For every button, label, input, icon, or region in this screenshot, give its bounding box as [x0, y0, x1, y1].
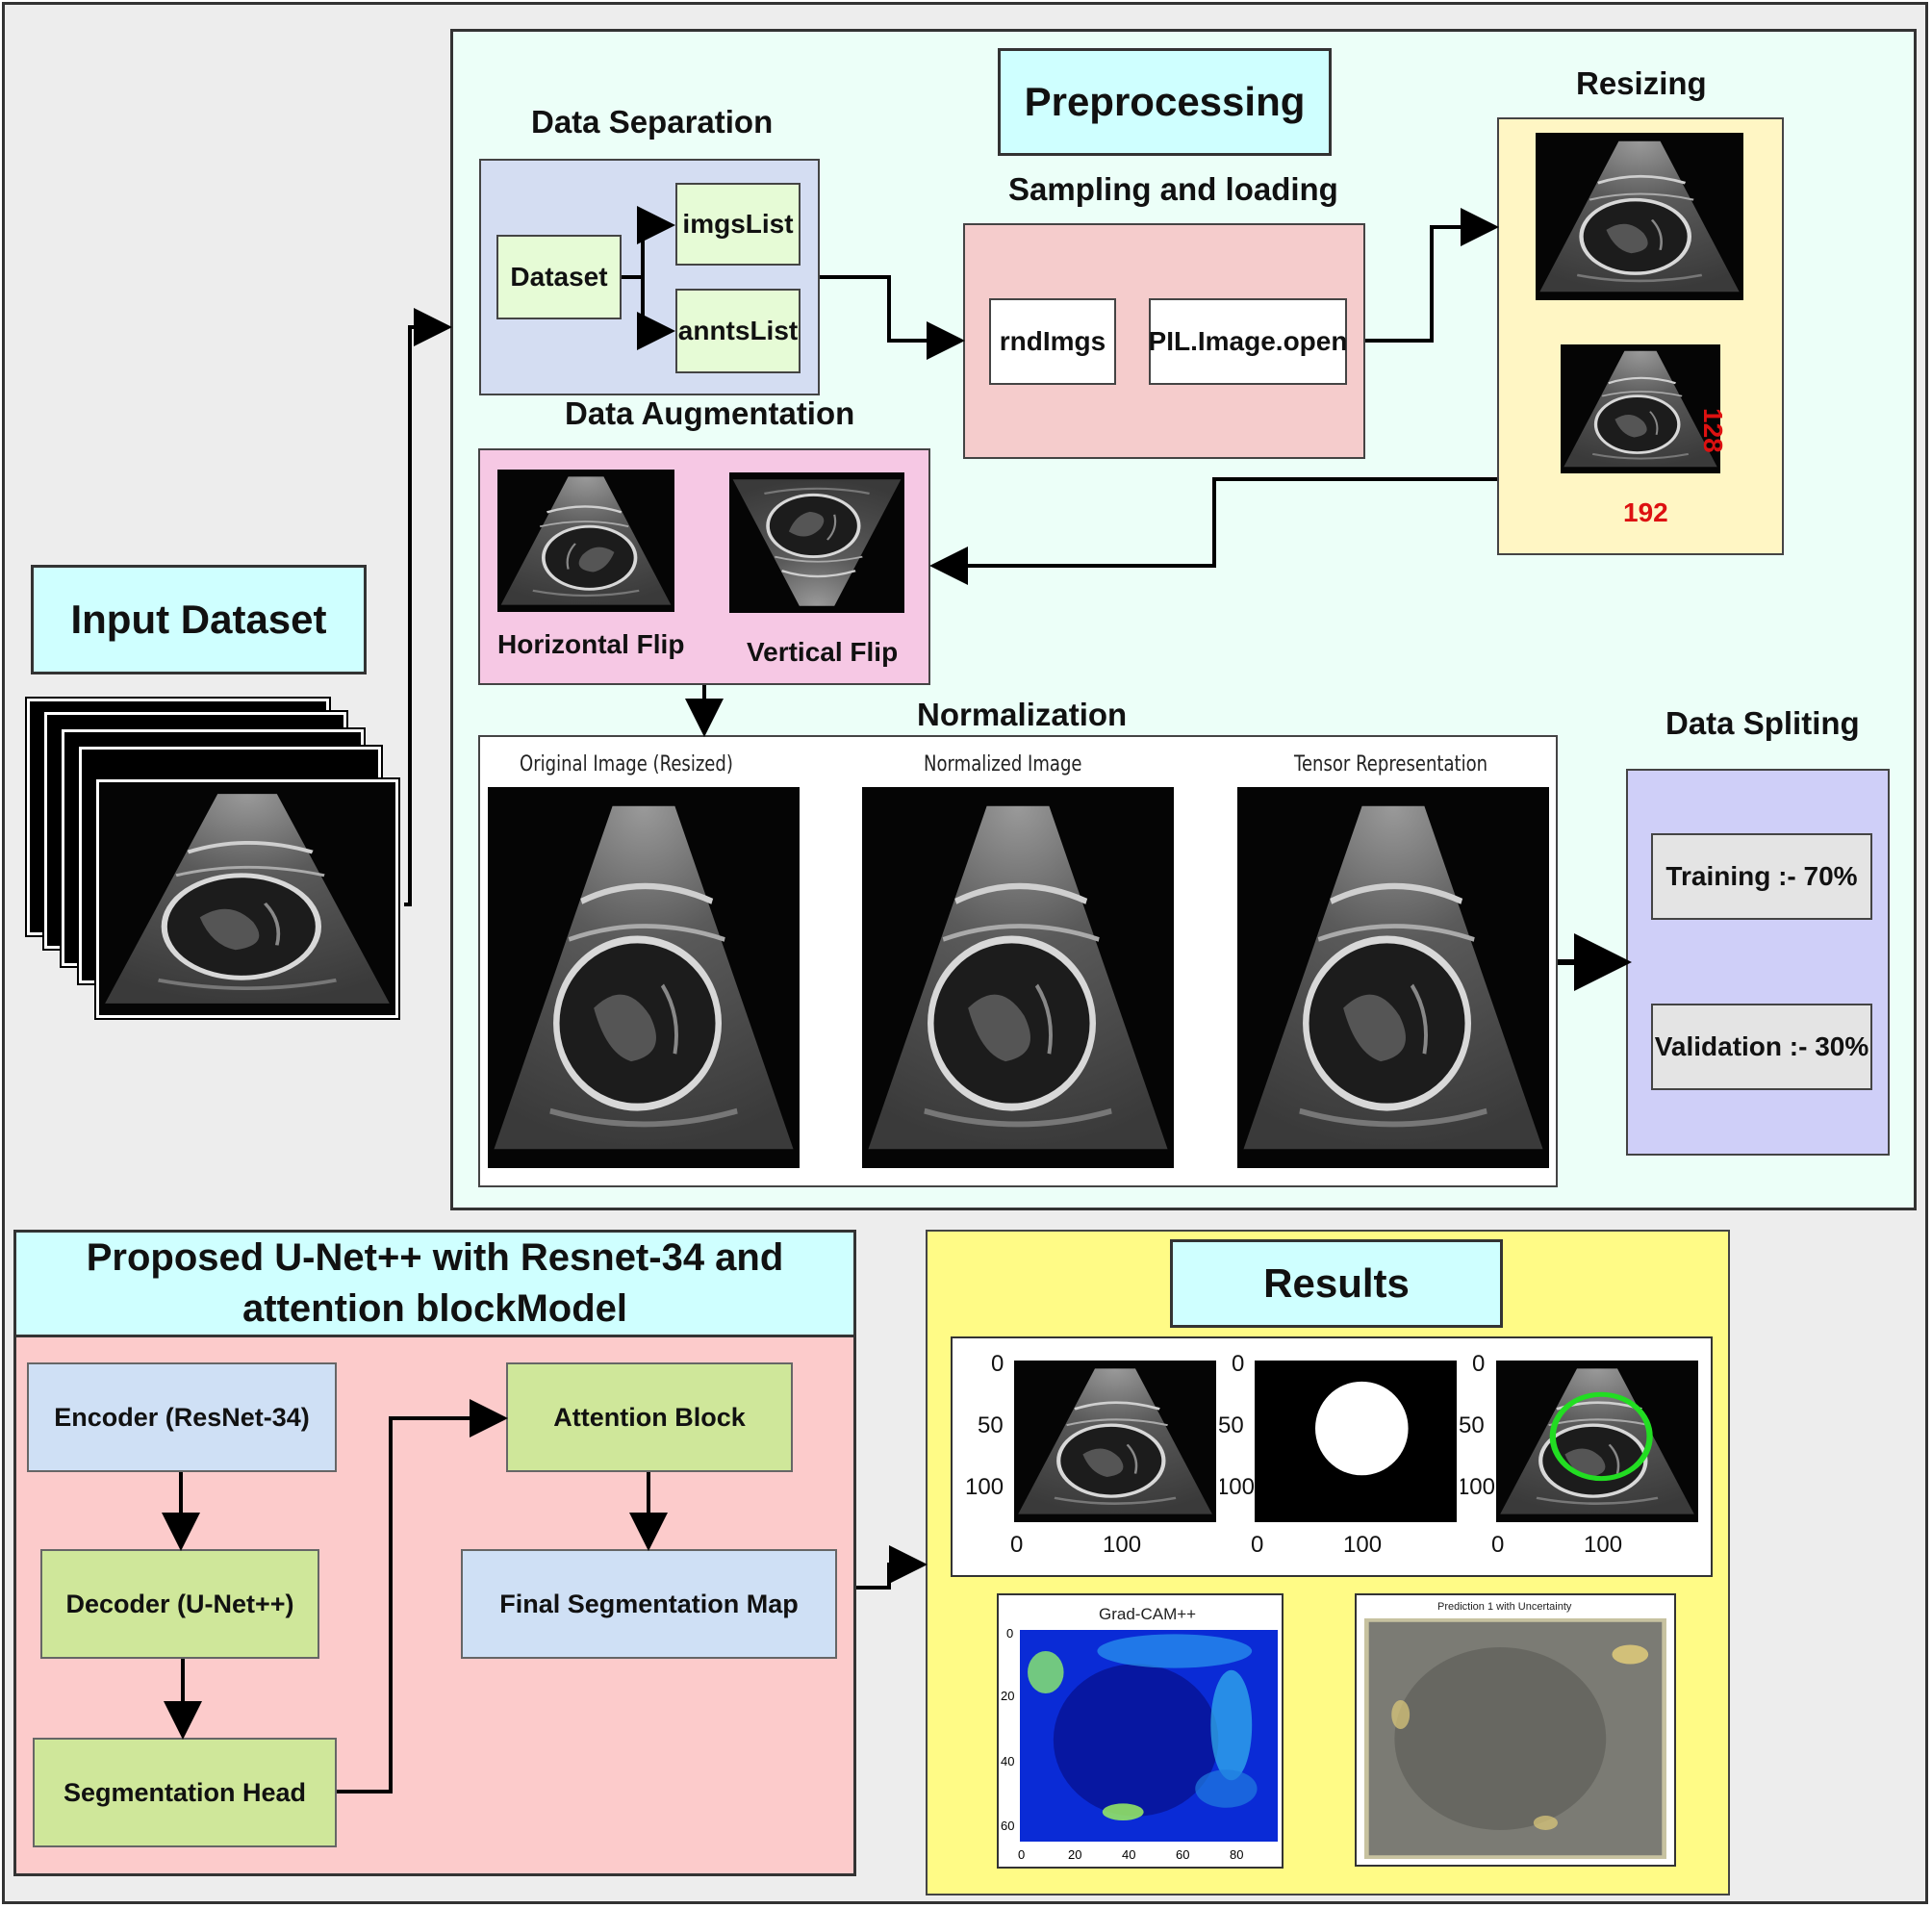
plot2-xtick-0: 0	[1251, 1532, 1264, 1558]
plot2-ytick-100: 100	[1220, 1474, 1255, 1500]
uncertainty-title: Prediction 1 with Uncertainty	[1437, 1601, 1572, 1613]
plot3-ytick-50: 50	[1459, 1412, 1485, 1438]
norm-caption-tensor: Tensor Representation	[1294, 752, 1488, 776]
gradcam-title: Grad-CAM++	[1099, 1605, 1197, 1623]
augmentation-title: Data Augmentation	[565, 395, 855, 431]
gradcam-ytick-40: 40	[1001, 1754, 1015, 1768]
data-separation-title: Data Separation	[531, 104, 774, 140]
gradcam-xtick-40: 40	[1122, 1847, 1136, 1862]
plot1-ytick-100: 100	[965, 1474, 1004, 1500]
sampling-title: Sampling and loading	[1008, 171, 1338, 207]
plot1-xtick-100: 100	[1103, 1532, 1142, 1558]
resized-large-image	[1536, 133, 1743, 300]
resize-height-label: 128	[1698, 408, 1728, 453]
validation-node: Validation :- 30%	[1651, 1004, 1872, 1090]
gradcam-xtick-60: 60	[1176, 1847, 1190, 1862]
plot1-ytick-0: 0	[991, 1351, 1004, 1377]
imgslist-node: imgsList	[675, 183, 801, 266]
gradcam-ytick-20: 20	[1001, 1689, 1015, 1703]
horizontal-flip-label: Horizontal Flip	[497, 629, 685, 659]
gradcam-xtick-20: 20	[1068, 1847, 1082, 1862]
decoder-node: Decoder (U-Net++)	[40, 1549, 319, 1659]
norm-caption-normalized: Normalized Image	[924, 752, 1082, 776]
plot3-xtick-0: 0	[1491, 1532, 1505, 1558]
uncertainty-map	[1364, 1618, 1666, 1859]
norm-original-image	[488, 787, 800, 1168]
plot1-xtick-0: 0	[1010, 1532, 1024, 1558]
rndimgs-node: rndImgs	[989, 298, 1116, 385]
pil-open-node: PIL.Image.open	[1149, 298, 1347, 385]
plot3-xtick-100: 100	[1584, 1532, 1623, 1558]
gradcam-heatmap	[1020, 1630, 1278, 1842]
preprocessing-title: Preprocessing	[998, 48, 1332, 156]
norm-normalized-image	[862, 787, 1174, 1168]
input-ultrasound-image	[94, 777, 400, 1020]
encoder-node: Encoder (ResNet-34)	[27, 1362, 337, 1472]
resized-small-image	[1561, 344, 1720, 473]
result-ultrasound-plot	[1014, 1361, 1216, 1522]
plot2-xtick-100: 100	[1343, 1532, 1383, 1558]
results-title: Results	[1170, 1239, 1503, 1328]
attention-block-node: Attention Block	[506, 1362, 793, 1472]
anntslist-node: anntsList	[675, 289, 801, 373]
result-mask-plot	[1255, 1361, 1457, 1522]
norm-tensor-image	[1237, 787, 1549, 1168]
final-segmentation-node: Final Segmentation Map	[461, 1549, 837, 1659]
segmentation-head-node: Segmentation Head	[33, 1738, 337, 1847]
gradcam-ytick-60: 60	[1001, 1819, 1015, 1833]
plot3-ytick-100: 100	[1461, 1474, 1495, 1500]
vertical-flip-image	[729, 472, 904, 613]
model-title: Proposed U-Net++ with Resnet-34 and atte…	[13, 1230, 856, 1337]
plot1-ytick-50: 50	[978, 1412, 1004, 1438]
gradcam-ytick-0: 0	[1006, 1626, 1014, 1641]
model-title-line1: Proposed U-Net++ with Resnet-34 and	[86, 1236, 784, 1279]
splitting-title: Data Spliting	[1665, 705, 1860, 741]
plot2-ytick-50: 50	[1218, 1412, 1244, 1438]
resizing-title: Resizing	[1576, 65, 1707, 101]
input-stack	[25, 695, 408, 1027]
dataset-node: Dataset	[496, 235, 622, 319]
plot3-ytick-0: 0	[1472, 1351, 1486, 1377]
model-title-line2: attention blockModel	[242, 1287, 627, 1330]
training-node: Training :- 70%	[1651, 833, 1872, 920]
input-dataset-title: Input Dataset	[31, 565, 367, 674]
plot2-ytick-0: 0	[1232, 1351, 1245, 1377]
vertical-flip-label: Vertical Flip	[747, 637, 899, 667]
splitting-box	[1626, 769, 1890, 1156]
result-overlay-plot	[1496, 1361, 1698, 1522]
gradcam-xtick-80: 80	[1230, 1847, 1244, 1862]
normalization-title: Normalization	[917, 697, 1128, 732]
gradcam-xtick-0: 0	[1018, 1847, 1026, 1862]
horizontal-flip-image	[497, 470, 674, 612]
norm-caption-original: Original Image (Resized)	[520, 752, 733, 776]
resize-width-label: 192	[1623, 497, 1668, 527]
